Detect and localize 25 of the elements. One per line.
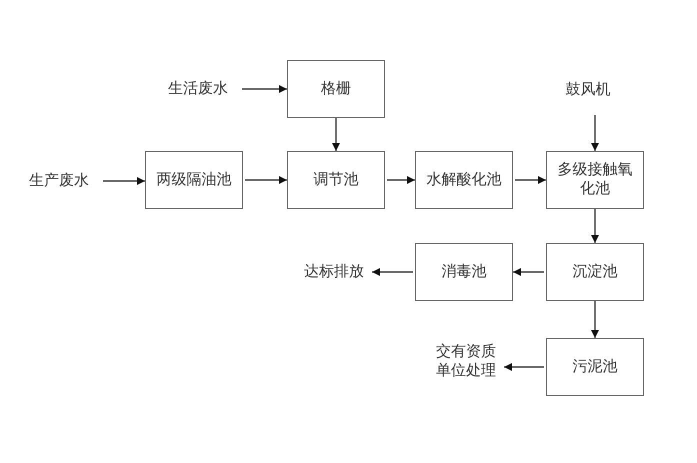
process-box: 调节池 (287, 151, 385, 209)
arrow (591, 301, 599, 338)
process-box: 多级接触氧化池 (546, 151, 644, 209)
process-box: 消毒池 (415, 243, 513, 301)
flow-label: 生活废水 (166, 79, 230, 99)
flow-label: 交有资质单位处理 (434, 342, 498, 382)
process-box: 两级隔油池 (145, 151, 243, 209)
arrow (103, 177, 145, 185)
arrow (242, 85, 287, 93)
arrow (387, 176, 415, 184)
arrow (591, 209, 599, 243)
flow-label: 生产废水 (27, 171, 91, 191)
arrow (513, 268, 544, 276)
process-box: 水解酸化池 (415, 151, 513, 209)
flow-label: 达标排放 (302, 262, 366, 282)
arrow (245, 176, 287, 184)
process-box: 格栅 (287, 60, 385, 118)
flow-label: 鼓风机 (563, 80, 613, 100)
arrow (515, 176, 546, 184)
process-box: 沉淀池 (546, 243, 644, 301)
process-box: 污泥池 (546, 338, 644, 396)
arrow (372, 268, 413, 276)
arrow (504, 363, 544, 371)
arrow (332, 118, 340, 151)
arrow (591, 115, 599, 151)
